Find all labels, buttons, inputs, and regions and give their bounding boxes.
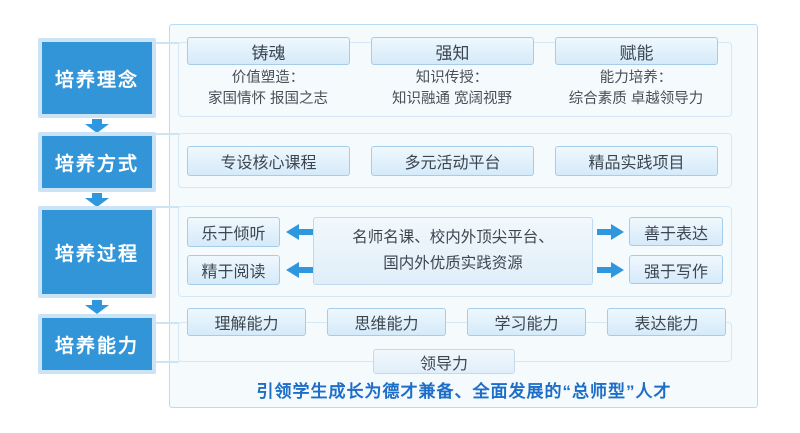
description-line: 知识融通 宽阔视野	[391, 91, 513, 107]
stage-box-methods: 培养方式	[38, 132, 156, 192]
method-box-activities: 多元活动平台	[371, 146, 534, 176]
stage-box-process: 培养过程	[38, 206, 156, 298]
connector-line	[151, 206, 179, 208]
connector-line	[151, 133, 179, 135]
philosophy-description: 价值塑造： 家国情怀 报国之志	[168, 68, 368, 110]
process-box-label: 乐于倾听	[201, 226, 266, 243]
ability-box-expression: 表达能力	[607, 308, 726, 336]
philosophy-description: 知识传授： 知识融通 宽阔视野	[352, 68, 552, 110]
left-arrow-icon	[286, 224, 313, 240]
stage-label: 培养理念	[54, 69, 139, 91]
down-arrow-icon	[85, 300, 109, 314]
process-box-label: 强于写作	[643, 263, 708, 281]
resources-line: 名师名课、校内外顶尖平台、	[352, 229, 554, 246]
ability-box-label: 表达能力	[634, 316, 699, 333]
description-line: 综合素质 卓越领导力	[568, 91, 704, 107]
stage-label: 培养能力	[54, 335, 139, 357]
ability-box-leadership: 领导力	[373, 349, 515, 374]
right-arrow-icon	[597, 262, 624, 278]
ability-box-label: 思维能力	[354, 316, 419, 333]
right-arrow-icon	[597, 224, 624, 240]
philosophy-box-soul: 铸魂	[187, 37, 350, 65]
description-line: 价值塑造：	[231, 70, 305, 86]
method-box-label: 精品实践项目	[588, 155, 685, 172]
section-process-frame	[178, 206, 732, 297]
stage-label: 培养方式	[54, 153, 139, 175]
ability-box-comprehension: 理解能力	[187, 308, 306, 336]
description-line: 家国情怀 报国之志	[207, 91, 329, 107]
philosophy-box-label: 强知	[435, 43, 470, 63]
ability-box-thinking: 思维能力	[327, 308, 446, 336]
connector-line	[151, 42, 179, 44]
down-arrow-icon	[85, 119, 109, 133]
philosophy-description: 能力培养： 综合素质 卓越领导力	[536, 68, 736, 110]
process-resources-box: 名师名课、校内外顶尖平台、 国内外优质实践资源	[313, 217, 593, 285]
diagram-caption: 引领学生成长为德才兼备、全面发展的“总师型”人才	[256, 382, 672, 401]
stage-label: 培养过程	[54, 243, 139, 265]
stage-box-philosophy: 培养理念	[38, 38, 156, 118]
ability-box-label: 学习能力	[494, 316, 559, 333]
process-box-listening: 乐于倾听	[187, 217, 280, 247]
method-box-courses: 专设核心课程	[187, 146, 350, 176]
ability-box-label: 理解能力	[214, 316, 279, 333]
philosophy-box-knowledge: 强知	[371, 37, 534, 65]
process-box-label: 精于阅读	[201, 264, 266, 281]
process-box-reading: 精于阅读	[187, 255, 280, 285]
resources-line: 国内外优质实践资源	[383, 255, 523, 272]
ability-box-label: 领导力	[419, 355, 468, 373]
philosophy-box-label: 赋能	[619, 43, 654, 63]
process-box-label: 善于表达	[643, 225, 708, 243]
method-box-label: 专设核心课程	[220, 155, 317, 172]
content-panel	[169, 24, 758, 408]
process-box-writing: 强于写作	[629, 255, 723, 284]
process-box-expression: 善于表达	[629, 217, 723, 246]
philosophy-box-label: 铸魂	[251, 43, 286, 63]
left-arrow-icon	[286, 262, 313, 278]
stage-box-abilities: 培养能力	[38, 314, 156, 374]
method-box-practice: 精品实践项目	[555, 146, 718, 176]
method-box-label: 多元活动平台	[404, 155, 501, 172]
ability-box-learning: 学习能力	[467, 308, 586, 336]
connector-line	[151, 361, 179, 363]
section-methods-frame	[178, 133, 732, 188]
down-arrow-icon	[85, 193, 109, 207]
philosophy-box-empower: 赋能	[555, 37, 718, 65]
description-line: 知识传授：	[415, 70, 489, 86]
description-line: 能力培养：	[599, 70, 673, 86]
connector-line	[151, 322, 179, 324]
